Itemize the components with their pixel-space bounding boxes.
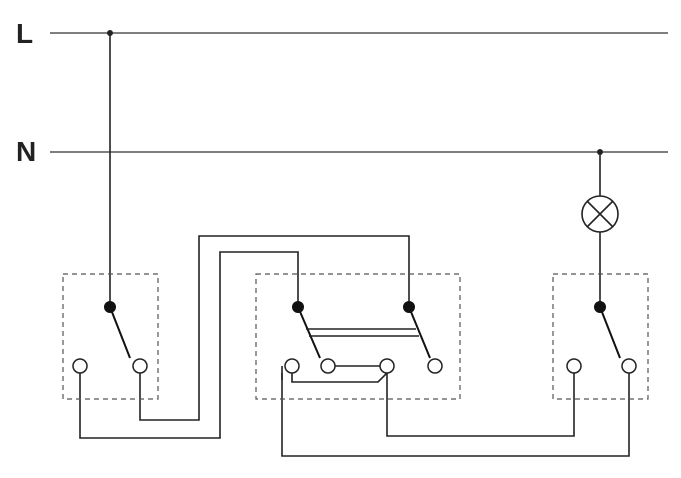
rail-neutral: N [16, 136, 668, 167]
switch-left [62, 273, 159, 400]
switch-middle-contact-1 [284, 358, 300, 374]
wire-traveller-d [281, 366, 630, 457]
switch-middle-pivot-left [292, 301, 304, 313]
switch-right-pivot [594, 301, 606, 313]
switch-middle [255, 273, 461, 400]
rail-line: L [16, 18, 668, 49]
switch-left-lever [109, 306, 131, 359]
switch-middle-contact-3 [379, 358, 395, 374]
switch-middle-lever-right [408, 306, 431, 359]
switch-middle-housing [255, 273, 461, 400]
switch-right-housing [552, 273, 649, 400]
switch-middle-pivot-right [403, 301, 415, 313]
switch-right-contact-2 [621, 358, 637, 374]
switch-middle-lever-left [297, 306, 321, 359]
rail-line-label: L [16, 18, 33, 49]
lamp-cross-icon [581, 195, 619, 233]
switch-left-contact-2 [132, 358, 148, 374]
switch-middle-inner-link [291, 372, 388, 383]
switch-left-pivot [104, 301, 116, 313]
switch-middle-contact-4 [427, 358, 443, 374]
wire-traveller-a [139, 235, 410, 421]
switch-right-contact-1 [566, 358, 582, 374]
wire-traveller-b [79, 251, 299, 439]
wires [79, 33, 630, 457]
switch-middle-contact-2 [320, 358, 336, 374]
switch-left-contact-1 [72, 358, 88, 374]
switch-left-housing [62, 273, 159, 400]
switch-right-lever [599, 306, 621, 359]
rail-neutral-label: N [16, 136, 36, 167]
switch-right [552, 273, 649, 400]
wire-traveller-c [386, 366, 575, 437]
